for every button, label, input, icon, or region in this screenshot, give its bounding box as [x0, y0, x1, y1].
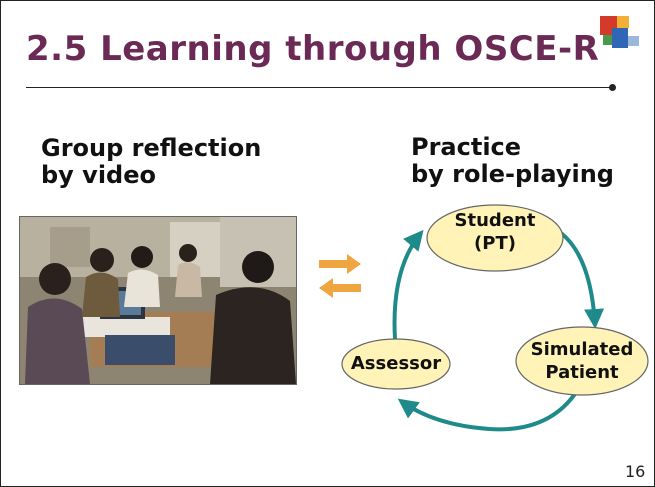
title-divider-dot [609, 84, 616, 91]
bidirectional-arrows-icon [319, 254, 361, 298]
group-reflection-photo [19, 216, 297, 385]
assessor-node: Assessor [350, 353, 442, 374]
slide-title: 2.5 Learning through OSCE-R [26, 29, 600, 69]
page-number: 16 [625, 462, 646, 481]
cycle-arrow-student-to-patient [559, 231, 605, 329]
role-playing-heading: Practice by role-playing [411, 133, 614, 188]
organization-logo-icon [600, 16, 639, 48]
student-node: Student (PT) [454, 210, 536, 254]
cycle-arrow-assessor-to-student [392, 229, 424, 340]
simulated-patient-node: Simulated Patient [530, 339, 634, 383]
cycle-arrow-patient-to-assessor [397, 389, 579, 432]
assessor-node-shape [341, 338, 451, 390]
student-node-shape [426, 204, 564, 272]
role-cycle-diagram [341, 204, 649, 432]
simulated-patient-node-shape [515, 326, 649, 396]
title-divider [26, 87, 614, 88]
group-reflection-heading: Group reflection by video [41, 134, 262, 189]
